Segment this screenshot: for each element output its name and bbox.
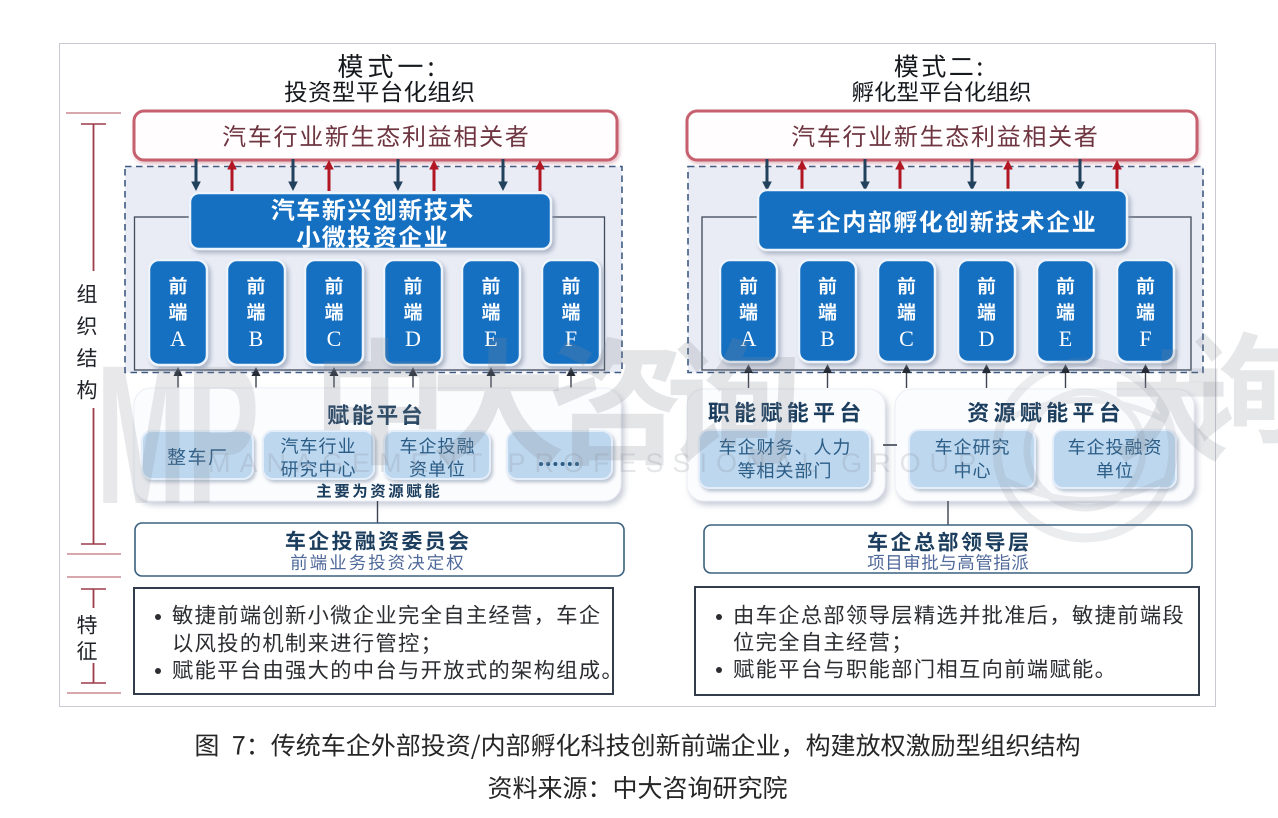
svg-text:MP: MP — [96, 323, 259, 545]
svg-text:B: B — [249, 326, 264, 351]
svg-text:C: C — [899, 326, 914, 351]
svg-text:F: F — [1139, 326, 1151, 351]
svg-text:D: D — [405, 326, 421, 351]
svg-text:B: B — [820, 326, 835, 351]
svg-text:E: E — [1059, 326, 1072, 351]
svg-text:C: C — [327, 326, 342, 351]
svg-text:A: A — [170, 326, 186, 351]
svg-text:D: D — [979, 326, 995, 351]
svg-text:MANAGEMENT PROFESSIONAL GROUP: MANAGEMENT PROFESSIONAL GROUP — [208, 448, 985, 478]
